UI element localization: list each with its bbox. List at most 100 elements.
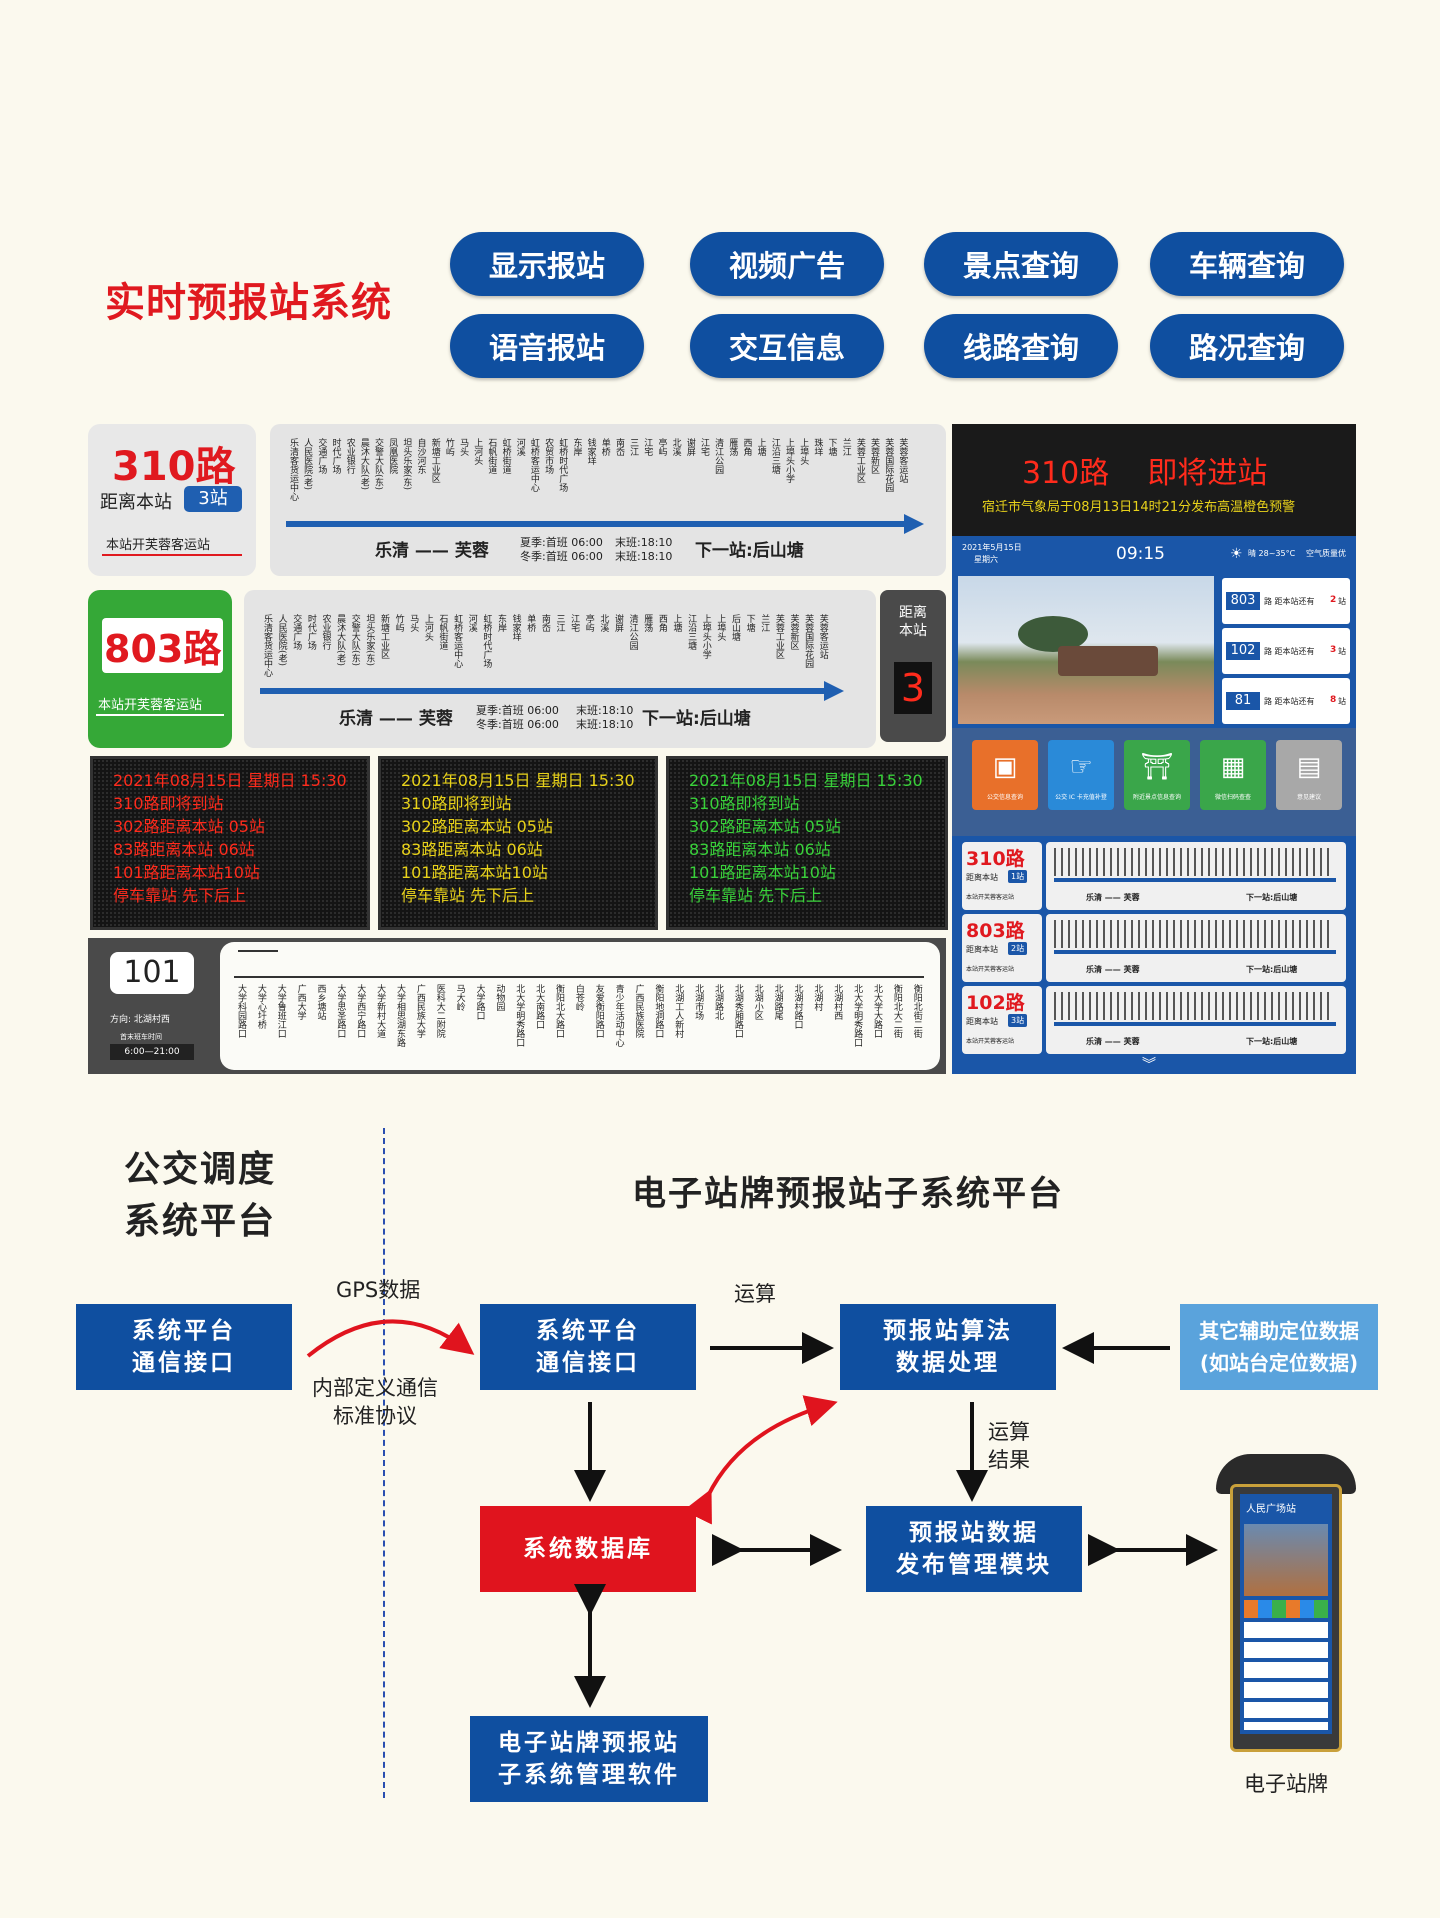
- station-name: 北大学明秀路口: [852, 984, 863, 1047]
- led-line: 2021年08月15日 星期日 15:30: [689, 771, 923, 790]
- station-name: 雁荡: [642, 614, 653, 632]
- left-title-line1: 公交调度: [124, 1149, 277, 1190]
- label-result: 运算 结果: [988, 1420, 1030, 1472]
- station-name: 石帆街道: [486, 438, 497, 474]
- gps-curve-arrow: [306, 1319, 475, 1358]
- kiosk-route-map: 乐清 —— 芙蓉下一站:后山塘: [1046, 842, 1346, 910]
- led-line: 310路即将到站: [689, 794, 800, 813]
- sign-screen: 人民广场站: [1240, 1494, 1332, 1734]
- route-number: 803路: [966, 920, 1025, 942]
- service-time: 6:00—21:00: [110, 1044, 194, 1060]
- electronic-sign: 人民广场站: [1216, 1454, 1356, 1754]
- station-name: 大学相思湖东路: [395, 984, 405, 1047]
- stations-area: 大学科园路口大学心圩桥大学鲁班江口广西大学西乡塘站大学思圣路口大学西宁路口大学新…: [220, 942, 940, 1070]
- led-line: 83路距离本站 06站: [401, 840, 543, 859]
- weekday: 星期六: [974, 555, 998, 564]
- station-name: 衡阳北大二街: [891, 984, 902, 1038]
- schedule-summer: 夏季:首班 06:00: [476, 704, 559, 717]
- station-name: 广西民族大学: [414, 984, 425, 1038]
- arrival-unit: 站: [1338, 697, 1346, 706]
- box-algo: 预报站算法 数据处理: [840, 1304, 1056, 1390]
- station-name: 北大学大路口: [872, 984, 882, 1038]
- station-name: 西角: [741, 438, 752, 456]
- next-station: 下一站:后山塘: [642, 709, 751, 729]
- led-line: 83路距离本站 06站: [689, 840, 831, 859]
- feature-button[interactable]: 视频广告: [690, 232, 884, 296]
- station-name: 人民医院(老): [276, 614, 287, 667]
- station-name: 衡阳北大路口: [554, 984, 564, 1038]
- feature-button[interactable]: 语音报站: [450, 314, 644, 378]
- feature-button[interactable]: 路况查询: [1150, 314, 1344, 378]
- led-line: 2021年08月15日 星期日 15:30: [113, 771, 347, 790]
- station-name: 时代广场: [305, 614, 316, 650]
- station-name: 交警大队(东): [349, 614, 360, 667]
- station-name: 谢屏: [613, 614, 623, 632]
- origin-note: 本站开芙蓉客运站: [98, 698, 203, 713]
- station-name: 钱家垟: [585, 438, 596, 465]
- terminals: 乐清 —— 芙蓉: [339, 709, 453, 729]
- led-line: 2021年08月15日 星期日 15:30: [401, 771, 635, 790]
- chevron-down-icon[interactable]: ︾: [1142, 1057, 1156, 1073]
- distance-label: 距离本站: [966, 945, 998, 954]
- station-name: 人民医院(老): [302, 438, 313, 491]
- led-line: 101路距离本站10站: [689, 863, 836, 882]
- station-name: 单桥: [525, 614, 536, 632]
- kiosk-icon-button[interactable]: ☞公交 IC 卡充值补登: [1048, 740, 1114, 810]
- sign-310-route-card: 310路 距离本站 3站 本站开芙蓉客运站: [88, 424, 256, 576]
- schedule-winter: 冬季:首班 06:00: [476, 718, 559, 731]
- led-line: 101路距离本站10站: [113, 863, 260, 882]
- sign-routes: [1244, 1622, 1328, 1730]
- station-name: 时代广场: [330, 438, 341, 474]
- station-name: 芙蓉客运站: [897, 438, 908, 483]
- station-name: 谢屏: [684, 438, 695, 456]
- station-name: 马头: [408, 614, 419, 632]
- arrival-count: 8: [1330, 695, 1337, 705]
- arrival-text: 路 距本站还有: [1264, 597, 1315, 606]
- kiosk-icon-button[interactable]: ⛩附近景点信息查询: [1124, 740, 1190, 810]
- weather: 晴 28~35°C: [1248, 549, 1296, 558]
- feature-button[interactable]: 线路查询: [924, 314, 1118, 378]
- origin-note: 本站开芙蓉客运站: [966, 894, 1015, 901]
- station-name: 上塘: [671, 614, 682, 632]
- right-title: 电子站牌预报站子系统平台: [632, 1174, 1064, 1214]
- station-name: 江沿三塘: [769, 438, 780, 474]
- label-sign: 电子站牌: [1244, 1772, 1328, 1796]
- box-db: 系统数据库: [480, 1506, 696, 1592]
- distance-label: 距离本站: [899, 605, 927, 639]
- sign-header: 人民广场站: [1246, 1504, 1296, 1515]
- last-summer: 末班:18:10: [576, 704, 634, 717]
- feature-button[interactable]: 交互信息: [690, 314, 884, 378]
- station-name: 石帆街道: [437, 614, 448, 650]
- kiosk-icon-button[interactable]: ▤意见建议: [1276, 740, 1342, 810]
- station-name: 下塘: [744, 614, 755, 632]
- station-name: 上埠头: [715, 614, 726, 641]
- terminals: 乐清 —— 芙蓉: [1086, 965, 1140, 974]
- distance-badge: 3站: [184, 486, 242, 512]
- feature-button[interactable]: 景点查询: [924, 232, 1118, 296]
- arrival-unit: 站: [1338, 597, 1346, 606]
- distance-label: 距离本站: [966, 1017, 998, 1026]
- station-name: 交警大队(东): [373, 438, 384, 491]
- route-line: [260, 681, 844, 701]
- station-name: 动物园: [494, 984, 505, 1011]
- feature-button[interactable]: 车辆查询: [1150, 232, 1344, 296]
- kiosk-icon-button[interactable]: ▣公交信息查询: [972, 740, 1038, 810]
- feature-button[interactable]: 显示报站: [450, 232, 644, 296]
- kiosk-icon-button[interactable]: ▦微信扫码查查: [1200, 740, 1266, 810]
- station-name: 上埠头: [798, 438, 809, 465]
- distance-badge: 1站: [1008, 870, 1028, 883]
- station-name: 新塘工业区: [379, 614, 389, 659]
- station-name: 雁荡: [727, 438, 738, 456]
- led-line: 310路即将到站: [113, 794, 224, 813]
- led-line: 101路距离本站10站: [401, 863, 548, 882]
- station-name: 河溪: [466, 614, 477, 632]
- led-line: 83路距离本站 06站: [113, 840, 255, 859]
- ic-card-icon: ☞: [1069, 752, 1093, 782]
- station-name: 清江公园: [627, 614, 638, 650]
